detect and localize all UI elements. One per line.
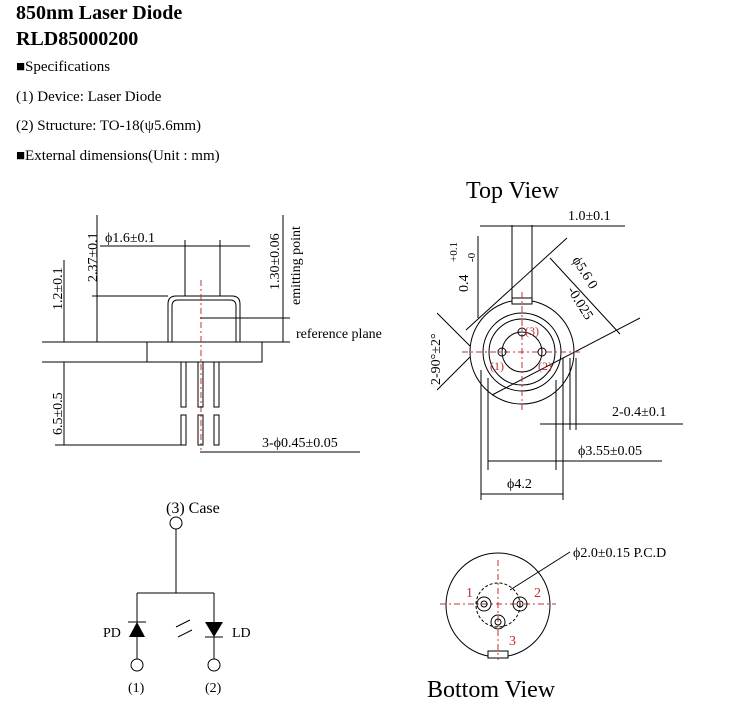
pin1-circuit-label: (1) xyxy=(128,681,145,696)
bottom-pin1-label: 1 xyxy=(466,586,473,601)
tab-width-label: 2-0.4±0.1 xyxy=(612,405,666,420)
notch-depth-label: 0.4 xyxy=(457,275,472,293)
bottom-pin3-label: 3 xyxy=(509,634,516,649)
ld-label: LD xyxy=(232,626,251,641)
pin1-label: (1) xyxy=(490,359,504,373)
emitting-point-label: emitting point xyxy=(289,226,304,305)
spec-device: (1) Device: Laser Diode xyxy=(16,89,162,105)
dimensions-heading: ■External dimensions(Unit : mm) xyxy=(16,148,220,164)
bottom-view: 1 2 3 ϕ2.0±0.15 P.C.D Bottom View xyxy=(427,546,666,703)
bottom-pin2-label: 2 xyxy=(534,586,541,601)
reference-plane-label: reference plane xyxy=(296,327,382,342)
angle-label: 2-90°±2° xyxy=(429,333,444,385)
case-label: (3) Case xyxy=(166,500,220,517)
laser-diode-icon xyxy=(205,622,223,637)
side-view: ϕ1.6±0.1 2.37±0.1 1.2±0.1 1.30±0.06 emit… xyxy=(42,215,382,453)
diameter-42-label: ϕ4.2 xyxy=(507,477,532,492)
notch-tol-minus: -0 xyxy=(466,252,478,262)
lead-diameter-label: 3-ϕ0.45±0.05 xyxy=(262,436,338,451)
height-cap-label: 1.2±0.1 xyxy=(51,267,66,310)
window-diameter-label: ϕ1.6±0.1 xyxy=(105,231,155,246)
notch-width-label: 1.0±0.1 xyxy=(568,209,611,224)
bottom-view-title: Bottom View xyxy=(427,677,556,703)
pin-circuit: (3) Case PD LD (1) (2) xyxy=(103,500,251,696)
pin2-label: (2) xyxy=(538,359,552,373)
top-view-title: Top View xyxy=(466,178,560,204)
pin2-circuit-label: (2) xyxy=(205,681,222,696)
spec-structure: (2) Structure: TO-18(ψ5.6mm) xyxy=(16,118,202,134)
notch-tol-plus: +0.1 xyxy=(448,242,460,262)
model-number: RLD85000200 xyxy=(16,28,139,50)
pd-label: PD xyxy=(103,626,121,641)
specifications-heading: ■Specifications xyxy=(16,59,111,75)
pcd-label: ϕ2.0±0.15 P.C.D xyxy=(573,546,666,561)
product-title: 850nm Laser Diode xyxy=(16,2,183,24)
photodiode-icon xyxy=(129,622,145,637)
emitting-height-label: 1.30±0.06 xyxy=(268,233,283,290)
light-arrows-icon xyxy=(175,619,193,638)
height-total-label: 2.37±0.1 xyxy=(86,232,101,282)
pin3-label: (3) xyxy=(525,324,539,338)
diameter-355-label: ϕ3.55±0.05 xyxy=(578,444,642,459)
lead-length-label: 6.5±0.5 xyxy=(51,392,66,435)
top-view: Top View 1.0±0.1 0.4 +0.1 -0 ϕ5.6 0 -0.0… xyxy=(429,178,683,500)
